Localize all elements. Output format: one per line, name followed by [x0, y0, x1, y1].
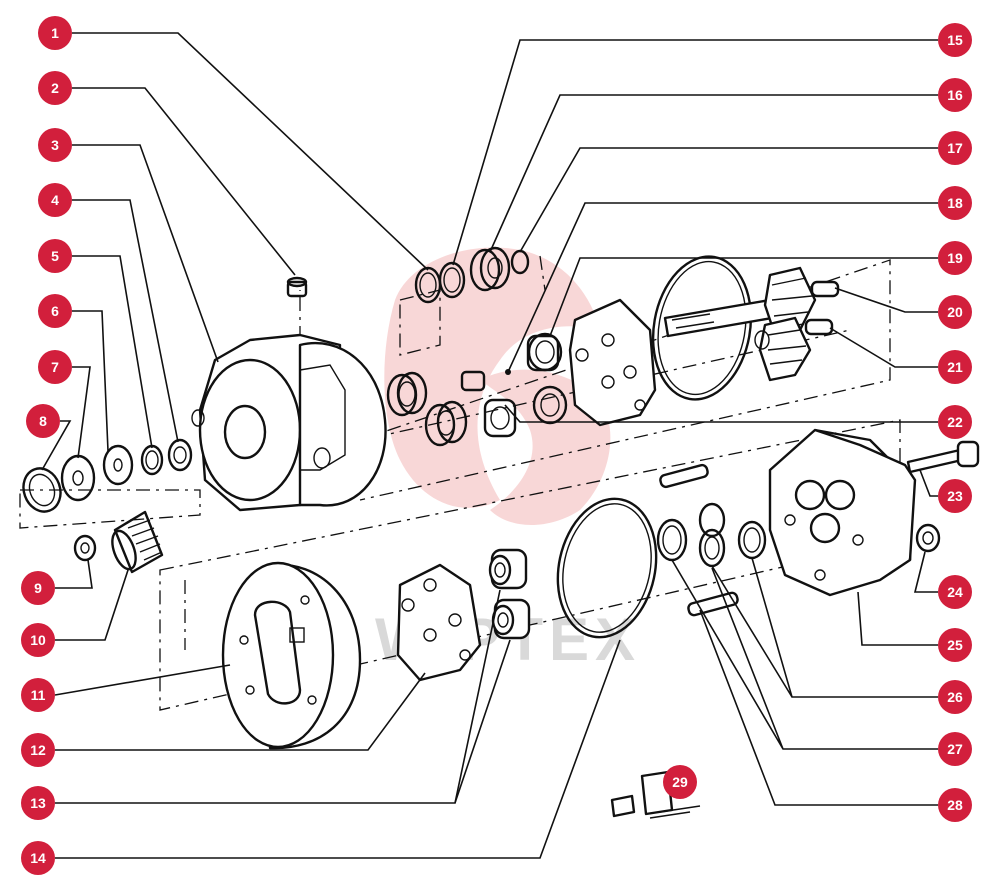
callout-24-label: 24	[947, 584, 963, 600]
callout-11-label: 11	[31, 687, 46, 703]
callout-28: 28	[938, 788, 972, 822]
callout-19-circle	[938, 241, 972, 275]
callout-9-circle	[21, 571, 55, 605]
callout-23-label: 23	[947, 488, 963, 504]
callout-26-label: 26	[947, 689, 963, 705]
callout-16-label: 16	[947, 87, 963, 103]
callout-15-label: 15	[947, 32, 963, 48]
callout-23: 23	[938, 479, 972, 513]
callout-20-circle	[938, 295, 972, 329]
callout-13: 13	[21, 786, 55, 820]
callout-20: 20	[938, 295, 972, 329]
callout-21: 21	[938, 350, 972, 384]
callout-12-label: 12	[30, 742, 46, 758]
callout-11: 11	[21, 678, 55, 712]
callout-3: 3	[38, 128, 72, 162]
callout-22-circle	[938, 405, 972, 439]
callout-10-circle	[21, 623, 55, 657]
callout-9-label: 9	[34, 580, 42, 596]
leader-lines	[41, 32, 938, 859]
callout-2-circle	[38, 71, 72, 105]
callout-18-label: 18	[947, 195, 963, 211]
callout-28-label: 28	[947, 797, 963, 813]
callout-5: 5	[38, 239, 72, 273]
callout-2-label: 2	[51, 80, 59, 96]
callout-11-circle	[21, 678, 55, 712]
callout-1: 1	[38, 16, 72, 50]
callout-13-circle	[21, 786, 55, 820]
callout-6-circle	[38, 294, 72, 328]
callout-1-label: 1	[51, 25, 59, 41]
callout-28-circle	[938, 788, 972, 822]
callout-10: 10	[21, 623, 55, 657]
callout-1-circle	[38, 16, 72, 50]
callout-20-label: 20	[947, 304, 963, 320]
callout-17-circle	[938, 131, 972, 165]
callout-23-circle	[938, 479, 972, 513]
callout-27-circle	[938, 732, 972, 766]
callout-18: 18	[938, 186, 972, 220]
callout-12: 12	[21, 733, 55, 767]
callout-29: 29	[663, 765, 697, 799]
callout-16-circle	[938, 78, 972, 112]
callout-3-circle	[38, 128, 72, 162]
callout-17-label: 17	[947, 140, 963, 156]
callout-4-circle	[38, 183, 72, 217]
callout-13-label: 13	[30, 795, 46, 811]
callout-24: 24	[938, 575, 972, 609]
callout-6-label: 6	[51, 303, 59, 319]
callout-7-circle	[38, 350, 72, 384]
callout-15: 15	[938, 23, 972, 57]
callout-4-label: 4	[51, 192, 59, 208]
callout-17: 17	[938, 131, 972, 165]
callout-badges: 1 2 3 4 5 6 7 8 9 10 11 12 13 14 15 16 1…	[21, 16, 972, 875]
part-drawings	[22, 246, 980, 819]
callout-7-label: 7	[51, 359, 59, 375]
callout-21-label: 21	[947, 359, 963, 375]
callout-8-circle	[26, 404, 60, 438]
callout-24-circle	[938, 575, 972, 609]
callout-19: 19	[938, 241, 972, 275]
callout-4: 4	[38, 183, 72, 217]
callout-27-label: 27	[947, 741, 963, 757]
callout-5-circle	[38, 239, 72, 273]
callout-26: 26	[938, 680, 972, 714]
callout-9: 9	[21, 571, 55, 605]
callout-29-circle	[663, 765, 697, 799]
callout-12-circle	[21, 733, 55, 767]
callout-14-label: 14	[30, 850, 46, 866]
callout-7: 7	[38, 350, 72, 384]
callout-25-circle	[938, 628, 972, 662]
callout-21-circle	[938, 350, 972, 384]
callout-22: 22	[938, 405, 972, 439]
callout-25: 25	[938, 628, 972, 662]
callout-16: 16	[938, 78, 972, 112]
callout-8: 8	[26, 404, 60, 438]
callout-5-label: 5	[51, 248, 59, 264]
callout-6: 6	[38, 294, 72, 328]
callout-22-label: 22	[947, 414, 963, 430]
callout-8-label: 8	[39, 413, 47, 429]
callout-27: 27	[938, 732, 972, 766]
callout-18-circle	[938, 186, 972, 220]
callout-19-label: 19	[947, 250, 963, 266]
callout-29-label: 29	[672, 774, 688, 790]
callout-25-label: 25	[947, 637, 963, 653]
callout-15-circle	[938, 23, 972, 57]
callout-3-label: 3	[51, 137, 59, 153]
callout-2: 2	[38, 71, 72, 105]
callout-26-circle	[938, 680, 972, 714]
callout-10-label: 10	[30, 632, 46, 648]
callout-14: 14	[21, 841, 55, 875]
callout-14-circle	[21, 841, 55, 875]
